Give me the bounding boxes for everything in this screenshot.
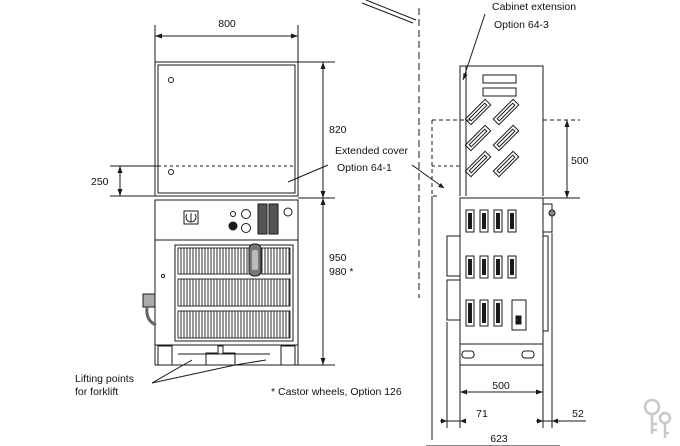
dim-height-950 xyxy=(298,198,335,366)
handle-block-1 xyxy=(257,203,268,235)
forklift-slot xyxy=(205,345,236,365)
label-extended-cover-option: Option 64-1 xyxy=(337,162,392,174)
side-switch xyxy=(511,299,527,331)
vent-slot xyxy=(464,124,492,152)
leader-lifting-1 xyxy=(151,359,193,384)
side-slot xyxy=(465,299,475,327)
dim-width-800 xyxy=(154,25,299,62)
side-slots xyxy=(465,209,517,327)
dim-offset-52 xyxy=(536,233,586,428)
dim-side-500 xyxy=(543,119,580,199)
dim-offset-71 xyxy=(440,322,466,428)
leader-lifting-2 xyxy=(151,364,236,384)
leader-cabinet-extension xyxy=(462,13,486,81)
side-slot xyxy=(507,255,517,279)
label-cabinet-extension: Cabinet extension xyxy=(492,1,577,13)
padlock-icon xyxy=(283,207,293,217)
reset-button-icon xyxy=(228,221,238,231)
dim-label-71: 71 xyxy=(476,408,488,420)
label-lifting-points-1: Lifting points xyxy=(75,373,134,385)
side-slot xyxy=(507,209,517,233)
key-switch-icon xyxy=(241,209,251,219)
leader-extended-cover-2 xyxy=(411,164,445,189)
side-screw xyxy=(160,273,166,279)
side-slot xyxy=(493,299,503,327)
grille-band xyxy=(177,278,291,307)
grille-lines xyxy=(177,247,291,339)
vent-slot xyxy=(464,98,492,126)
main-switch-icon xyxy=(183,210,199,225)
label-extended-cover: Extended cover xyxy=(335,145,408,157)
label-cabinet-extension-option: Option 64-3 xyxy=(494,19,549,31)
dim-label-980: 980 * xyxy=(329,266,354,278)
side-vents xyxy=(464,98,520,178)
indicator-lamp-icon xyxy=(230,211,236,217)
upper-cabinet xyxy=(154,61,299,197)
side-connector xyxy=(142,293,156,308)
dim-label-250: 250 xyxy=(91,176,109,188)
vent-slot xyxy=(464,150,492,178)
side-slot xyxy=(479,209,489,233)
dim-height-820 xyxy=(298,61,335,199)
grille-band xyxy=(177,310,291,339)
front-view xyxy=(110,25,335,384)
door-lock-top xyxy=(168,77,174,83)
dim-label-52: 52 xyxy=(572,408,584,420)
dim-label-820: 820 xyxy=(329,124,347,136)
side-slot xyxy=(479,255,489,279)
ventilation-grille xyxy=(174,244,294,342)
side-slot xyxy=(493,255,503,279)
side-slot xyxy=(479,299,489,327)
dim-label-500-side: 500 xyxy=(571,155,589,167)
grille-band xyxy=(177,247,291,275)
dim-label-800: 800 xyxy=(218,18,236,30)
dim-base-500 xyxy=(459,365,544,428)
cabinet-extension xyxy=(459,65,544,196)
keys-watermark-icon xyxy=(643,398,672,438)
dim-label-500-base: 500 xyxy=(492,380,510,392)
upper-cabinet-door xyxy=(157,64,296,194)
base xyxy=(154,344,299,366)
dim-label-950: 950 xyxy=(329,252,347,264)
extended-cover-outline xyxy=(431,119,470,197)
dim-label-623: 623 xyxy=(490,433,508,445)
cable xyxy=(145,306,157,327)
handle-block-2 xyxy=(268,203,279,235)
side-slot xyxy=(465,255,475,279)
door-lock-bottom xyxy=(168,169,174,175)
side-slot xyxy=(493,209,503,233)
label-castor-note: * Castor wheels, Option 126 xyxy=(271,386,402,398)
leader-extended-cover xyxy=(287,164,329,183)
vent-slot xyxy=(492,150,520,178)
vent-slot xyxy=(492,124,520,152)
vent-slot xyxy=(492,98,520,126)
dim-cover-250 xyxy=(110,165,158,197)
label-lifting-points-2: for forklift xyxy=(75,386,119,398)
side-view xyxy=(411,13,586,446)
key-switch-icon-2 xyxy=(241,223,251,233)
side-slot xyxy=(465,209,475,233)
dim-total-623 xyxy=(426,196,560,446)
